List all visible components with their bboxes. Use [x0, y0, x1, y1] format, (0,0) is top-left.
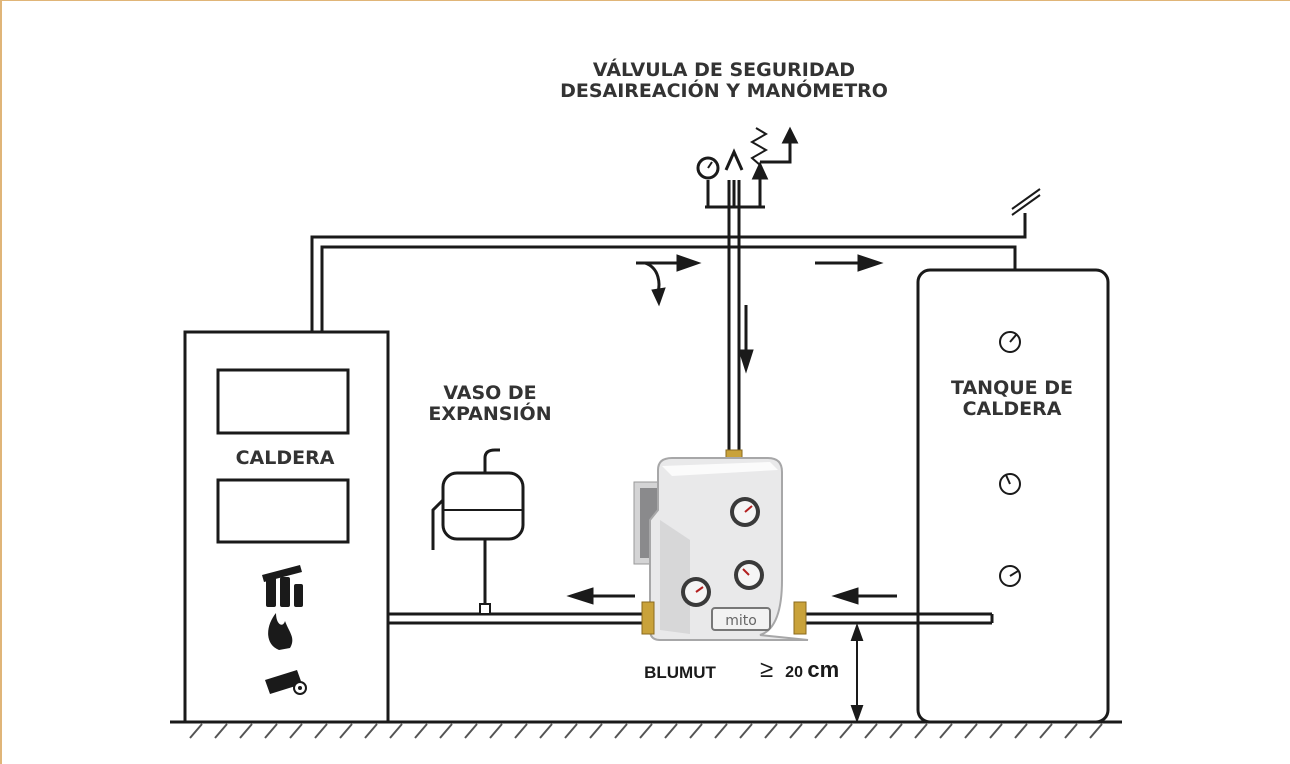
tank-label-line1: TANQUE DE	[950, 377, 1073, 399]
min-height-unit: cm	[807, 657, 840, 682]
unit-thermometer-left	[681, 577, 711, 607]
safety-valve-group	[696, 126, 799, 209]
air-vent-icon	[724, 148, 744, 171]
brand-plate	[711, 607, 771, 631]
safety-group-title: VÁLVULA DE SEGURIDAD DESAIREACIÓN Y MANÓ…	[514, 59, 934, 103]
expansion-vessel-label: VASO DE EXPANSIÓN	[410, 382, 570, 426]
unit-thermometer-middle	[734, 560, 764, 590]
safety-group-title-line2: DESAIREACIÓN Y MANÓMETRO	[560, 80, 888, 103]
flow-arrows	[566, 254, 897, 605]
fire-icon	[265, 613, 307, 695]
boiler-label: CALDERA	[235, 447, 335, 469]
firewood-icon	[262, 565, 303, 607]
unit-right-fitting	[793, 601, 807, 635]
tank-label: TANQUE DE CALDERA	[932, 377, 1092, 421]
flow-pipe	[310, 188, 1041, 332]
return-pipe	[388, 612, 994, 625]
unit-label: BLUMUT	[644, 663, 716, 682]
tank-label-line2: CALDERA	[962, 398, 1062, 421]
height-dimension	[850, 623, 864, 723]
boiler-upper-door	[216, 368, 350, 435]
brand-logo: mito	[725, 613, 757, 629]
safety-group-title-line1: VÁLVULA DE SEGURIDAD	[592, 59, 856, 81]
riser-pipe	[727, 180, 741, 452]
expansion-vessel	[431, 448, 525, 615]
blumut-unit: mito	[633, 449, 809, 641]
boiler	[183, 330, 390, 724]
floor-hatching	[189, 723, 1103, 739]
greater-equal-sign: ≥	[760, 656, 774, 683]
min-height-value: 20	[785, 664, 803, 681]
unit-thermometer-top	[730, 497, 760, 527]
expansion-vessel-label-line2: EXPANSIÓN	[428, 403, 552, 426]
expansion-vessel-label-line1: VASO DE	[443, 382, 537, 404]
boiler-lower-door	[216, 478, 350, 544]
storage-tank	[916, 268, 1110, 724]
min-height-label: ≥20 cm	[760, 656, 870, 684]
safety-valve-icon	[751, 161, 769, 180]
floor	[170, 720, 1122, 739]
unit-left-fitting	[641, 601, 655, 635]
